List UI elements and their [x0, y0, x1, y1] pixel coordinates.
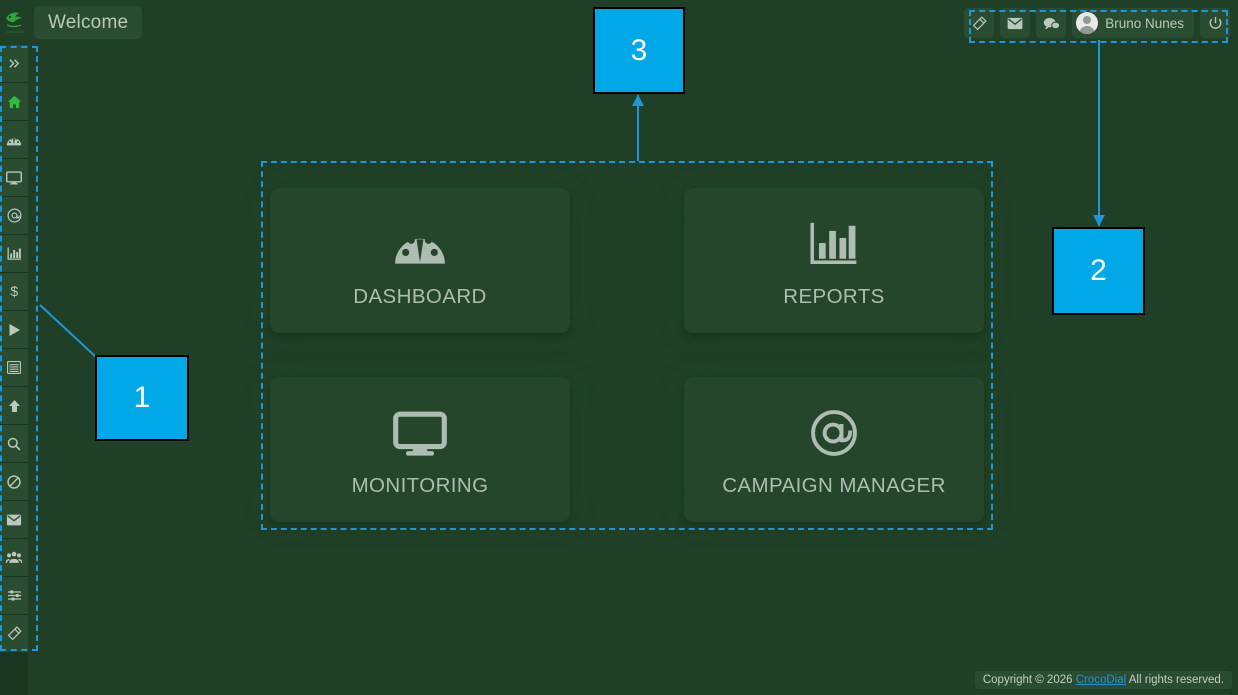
sidebar-item-lists[interactable]	[0, 349, 28, 387]
module-tiles: DASHBOARD REPORTS MONITORING	[270, 188, 984, 522]
footer-copyright: Copyright © 2026 CrocoDial All rights re…	[974, 671, 1232, 689]
flash-icon	[7, 626, 22, 641]
tab-welcome[interactable]: Welcome	[34, 6, 143, 39]
tile-campaign-manager-label: CAMPAIGN MANAGER	[722, 473, 946, 497]
sidebar: $	[0, 45, 28, 695]
sidebar-item-tools[interactable]	[0, 615, 28, 653]
avatar	[1076, 12, 1099, 34]
at-sign-icon	[809, 402, 859, 458]
list-icon	[7, 361, 21, 374]
sidebar-item-settings[interactable]	[0, 577, 28, 615]
sidebar-item-campaign[interactable]	[0, 197, 28, 235]
annotation-box-1: 1	[95, 355, 189, 441]
crocodile-logo: CrocoDial	[6, 12, 24, 34]
bar-chart-icon	[808, 213, 860, 269]
sidebar-item-reports[interactable]	[0, 235, 28, 273]
annotation-region-header	[969, 10, 1228, 43]
sidebar-item-dashboard[interactable]	[0, 121, 28, 159]
chat-bubbles-icon[interactable]	[1036, 8, 1067, 38]
tile-dashboard[interactable]: DASHBOARD	[270, 188, 570, 333]
chevron-double-right-icon	[8, 59, 19, 68]
annotation-region-sidebar	[0, 46, 38, 651]
play-icon	[9, 323, 20, 336]
tile-monitoring[interactable]: MONITORING	[270, 377, 570, 522]
arrow-up-icon	[8, 399, 20, 412]
at-sign-icon	[7, 208, 21, 223]
tile-reports[interactable]: REPORTS	[684, 188, 984, 333]
sidebar-item-upload[interactable]	[0, 387, 28, 425]
sliders-icon	[7, 590, 21, 601]
home-icon	[7, 95, 21, 108]
ban-icon	[7, 474, 21, 489]
sidebar-item-play[interactable]	[0, 311, 28, 349]
user-menu[interactable]: Bruno Nunes	[1072, 8, 1194, 38]
annotation-region-tiles	[261, 161, 993, 530]
annotation-box-3-label: 3	[630, 33, 648, 67]
user-name-label: Bruno Nunes	[1105, 15, 1184, 31]
sidebar-item-agents[interactable]	[0, 539, 28, 577]
sidebar-item-home[interactable]	[0, 83, 28, 121]
annotation-box-3: 3	[593, 7, 685, 94]
monitor-icon	[6, 170, 22, 184]
svg-text:$: $	[10, 284, 18, 299]
sidebar-item-blocked[interactable]	[0, 463, 28, 501]
annotation-box-1-label: 1	[133, 381, 151, 414]
annotation-box-2: 2	[1052, 227, 1145, 315]
sidebar-item-mail[interactable]	[0, 501, 28, 539]
annotation-box-2-label: 2	[1090, 254, 1107, 287]
envelope-icon[interactable]	[1000, 8, 1031, 38]
copyright-suffix: All rights reserved.	[1126, 674, 1224, 686]
copyright-prefix: Copyright © 2026	[982, 674, 1076, 686]
users-icon	[6, 551, 22, 563]
power-icon[interactable]	[1200, 8, 1230, 38]
search-icon	[7, 437, 21, 450]
dollar-icon: $	[10, 284, 18, 299]
bar-chart-icon	[7, 247, 21, 260]
gauge-icon	[392, 213, 448, 269]
monitor-icon	[393, 402, 447, 458]
tile-dashboard-label: DASHBOARD	[353, 284, 487, 308]
brand-link[interactable]: CrocoDial	[1075, 674, 1127, 686]
sidebar-item-monitoring[interactable]	[0, 159, 28, 197]
sidebar-item-collapse[interactable]	[0, 45, 28, 83]
tab-welcome-label: Welcome	[48, 11, 129, 33]
annotation-arrow-1	[39, 304, 109, 370]
tile-monitoring-label: MONITORING	[351, 473, 489, 497]
envelope-icon	[6, 514, 22, 525]
svg-text:CrocoDial: CrocoDial	[6, 29, 24, 34]
tile-reports-label: REPORTS	[783, 284, 885, 308]
sidebar-item-billing[interactable]: $	[0, 273, 28, 311]
tile-campaign-manager[interactable]: CAMPAIGN MANAGER	[684, 377, 984, 522]
sidebar-item-search[interactable]	[0, 425, 28, 463]
gauge-icon	[6, 137, 22, 145]
